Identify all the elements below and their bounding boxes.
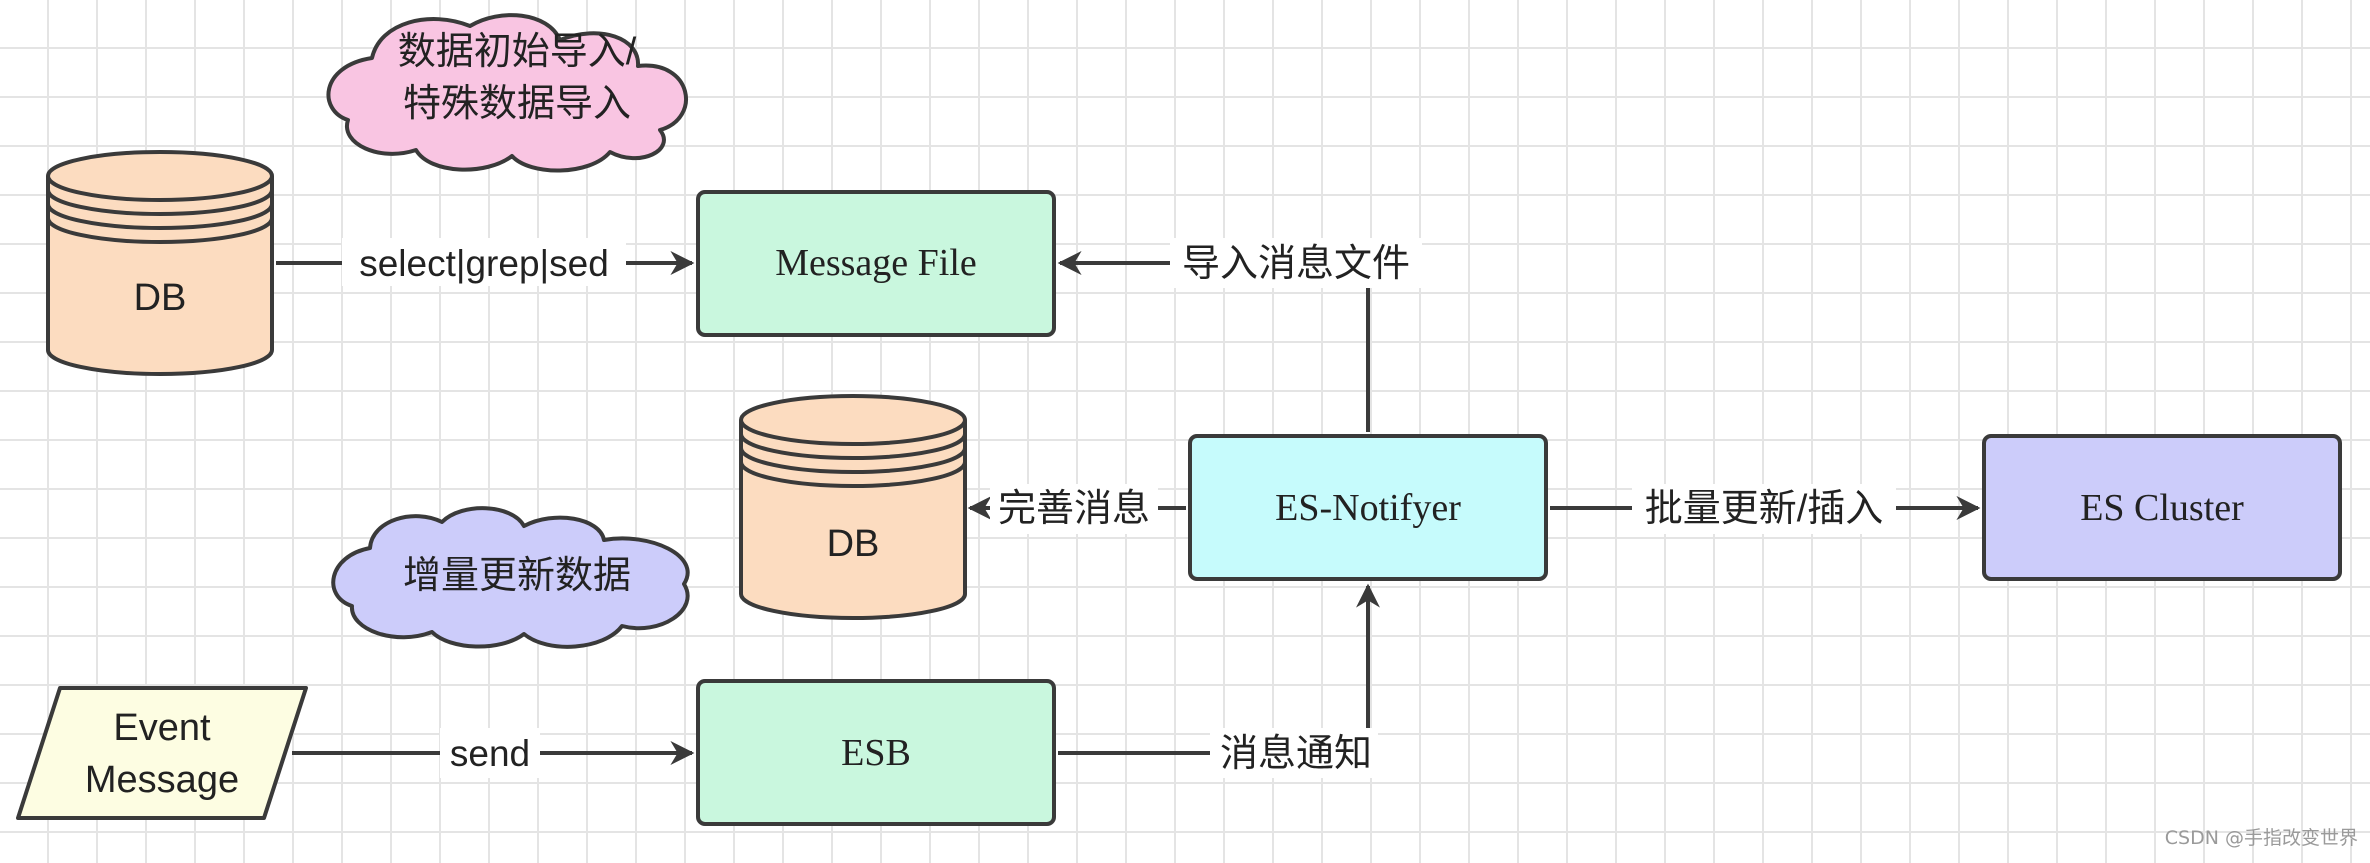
event-message-line1: Event <box>113 707 211 749</box>
cloud-update-label: 增量更新数据 <box>403 555 631 597</box>
esb-node[interactable]: ESB <box>696 679 1056 826</box>
watermark-text: CSDN @手指改变世界 <box>2164 827 2358 849</box>
es-cluster-label: ES Cluster <box>2080 487 2244 529</box>
message-file-label: Message File <box>775 242 977 284</box>
edge-event-to-esb: send <box>292 728 695 778</box>
es-notifyer-label: ES-Notifyer <box>1275 487 1461 529</box>
db-top-label: DB <box>134 277 187 319</box>
edge-label-complete-message: 完善消息 <box>998 488 1150 530</box>
message-file-node[interactable]: Message File <box>696 190 1056 337</box>
es-notifyer-node[interactable]: ES-Notifyer <box>1188 434 1548 581</box>
db-cylinder-top[interactable]: DB <box>46 150 274 376</box>
edge-notifyer-to-cluster: 批量更新/插入 <box>1550 484 1981 534</box>
edge-db-to-message-file: select|grep|sed <box>276 238 695 286</box>
edge-notifyer-to-message-file: 导入消息文件 <box>1057 238 1422 432</box>
event-message-node[interactable]: Event Message <box>16 686 308 820</box>
cloud-shape <box>331 506 690 649</box>
cloud-shape <box>326 13 688 173</box>
edge-label-batch-update-insert: 批量更新/插入 <box>1645 488 1884 530</box>
edge-label-message-notify: 消息通知 <box>1220 733 1372 775</box>
cloud-import-line2: 特殊数据导入 <box>403 83 631 125</box>
db-cylinder-mid[interactable]: DB <box>739 394 967 620</box>
es-cluster-node[interactable]: ES Cluster <box>1982 434 2342 581</box>
esb-label: ESB <box>841 732 911 774</box>
edge-label-send: send <box>450 733 530 774</box>
edge-esb-to-notifyer: 消息通知 <box>1058 583 1380 778</box>
edge-notifyer-to-db: 完善消息 <box>967 484 1186 534</box>
event-message-line2: Message <box>85 759 239 801</box>
cloud-import-note: 数据初始导入/ 特殊数据导入 <box>326 13 688 173</box>
edge-label-import-message-file: 导入消息文件 <box>1182 243 1410 285</box>
db-mid-label: DB <box>827 523 880 565</box>
cloud-update-note: 增量更新数据 <box>331 506 690 649</box>
edge-label-select-grep-sed: select|grep|sed <box>359 243 609 284</box>
cloud-import-line1: 数据初始导入/ <box>398 31 637 73</box>
